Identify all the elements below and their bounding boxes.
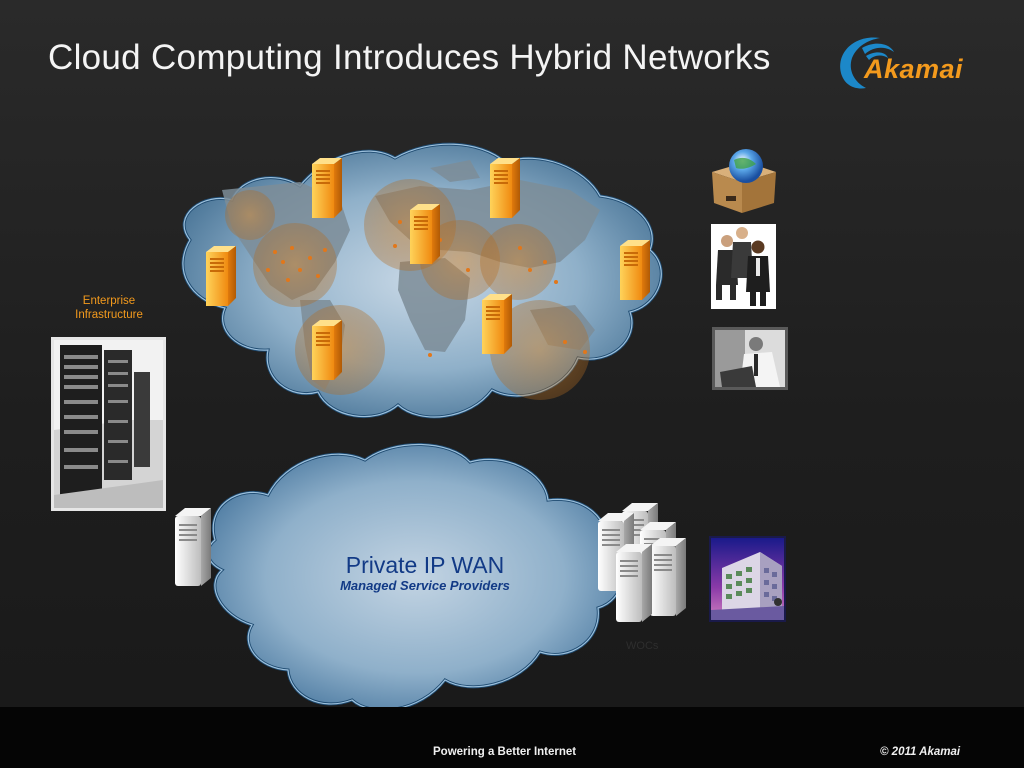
laptop-worker-icon bbox=[712, 327, 788, 390]
office-building-icon bbox=[709, 536, 786, 622]
orange-server-icon bbox=[312, 320, 342, 380]
orange-server-icon bbox=[490, 158, 520, 218]
enterprise-infrastructure-label: Enterprise Infrastructure bbox=[75, 295, 143, 321]
footer-tagline: Powering a Better Internet bbox=[433, 746, 577, 758]
orange-server-icon bbox=[312, 158, 342, 218]
orange-server-icon bbox=[482, 294, 512, 354]
footer-copyright: © 2011 Akamai bbox=[880, 746, 961, 758]
akamai-wordmark: Akamai bbox=[864, 54, 964, 84]
gray-server-cluster-icon bbox=[598, 503, 686, 622]
orange-server-icon bbox=[410, 204, 440, 264]
footer-bar: Powering a Better Internet © 2011 Akamai bbox=[0, 707, 1024, 768]
datacenter-photo-icon bbox=[51, 337, 166, 511]
wan-cloud bbox=[206, 443, 624, 712]
wan-subtitle: Managed Service Providers bbox=[340, 578, 510, 593]
wan-title: Private IP WAN bbox=[345, 552, 505, 578]
orange-server-icon bbox=[206, 246, 236, 306]
slide-title: Cloud Computing Introduces Hybrid Networ… bbox=[48, 38, 771, 77]
akamai-logo: Akamai bbox=[832, 32, 982, 94]
gray-server-icon bbox=[175, 508, 211, 586]
business-people-icon bbox=[711, 224, 776, 309]
orange-server-icon bbox=[620, 240, 650, 300]
wocs-label: WOCs bbox=[626, 640, 659, 652]
globe-box-icon bbox=[712, 149, 776, 213]
akamai-swoosh-icon bbox=[840, 37, 894, 89]
